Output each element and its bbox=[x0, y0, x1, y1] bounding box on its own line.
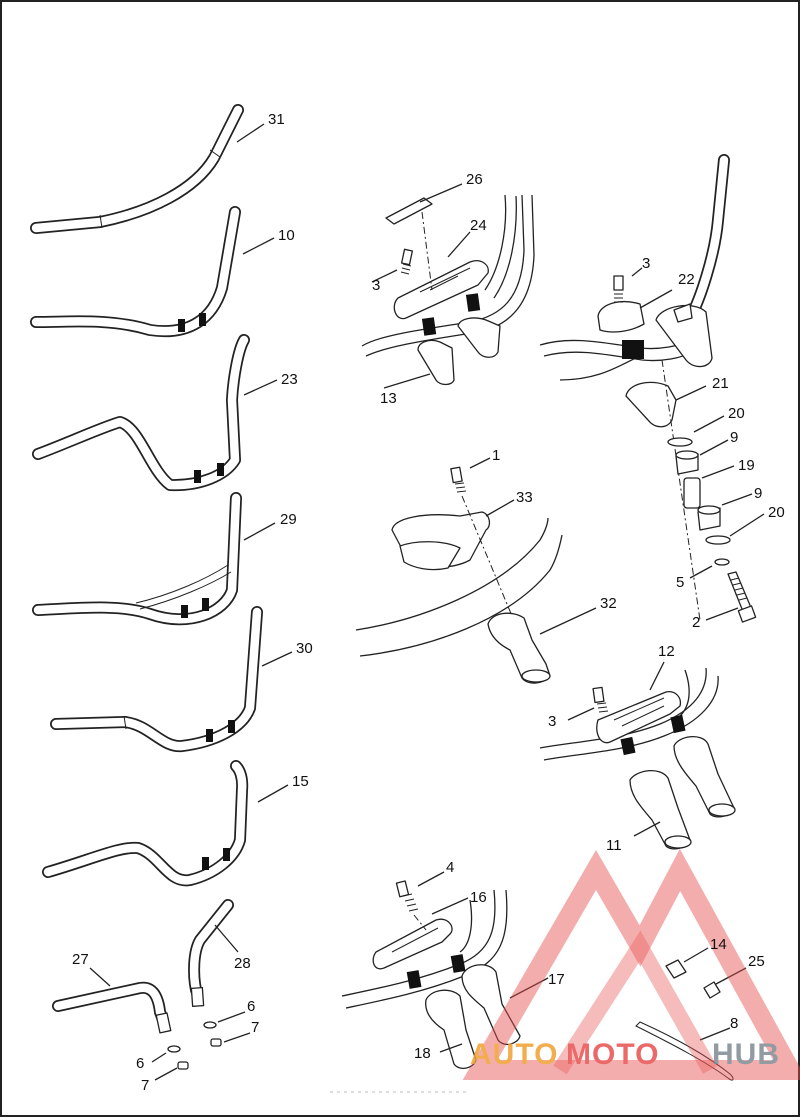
assembly-16 bbox=[341, 871, 549, 1070]
handlebar-30 bbox=[50, 606, 293, 753]
callout-10: 10 bbox=[278, 227, 295, 244]
callout-23: 23 bbox=[281, 371, 298, 388]
assembly-22 bbox=[539, 154, 765, 623]
callout-31: 31 bbox=[268, 111, 285, 128]
callout-8: 8 bbox=[730, 1015, 738, 1032]
washer-7-left bbox=[154, 1061, 189, 1081]
callout-28: 28 bbox=[234, 955, 251, 972]
callout-19: 19 bbox=[738, 457, 755, 474]
callout-27: 27 bbox=[72, 951, 89, 968]
handlebar-31 bbox=[30, 104, 265, 234]
callout-22: 22 bbox=[678, 271, 695, 288]
part-27-mirror-stem bbox=[52, 967, 172, 1034]
washer-7-right bbox=[210, 1032, 251, 1047]
callout-15: 15 bbox=[292, 773, 309, 790]
callout-33: 33 bbox=[516, 489, 533, 506]
callout-7-right: 7 bbox=[251, 1019, 259, 1036]
callout-9-upper: 9 bbox=[730, 429, 738, 446]
callout-6-right: 6 bbox=[247, 998, 255, 1015]
callout-5: 5 bbox=[676, 574, 684, 591]
callout-16: 16 bbox=[470, 889, 487, 906]
callout-21: 21 bbox=[712, 375, 729, 392]
callout-32: 32 bbox=[600, 595, 617, 612]
callout-2: 2 bbox=[692, 614, 700, 631]
callout-7-left: 7 bbox=[141, 1077, 149, 1094]
callout-6-left: 6 bbox=[136, 1055, 144, 1072]
handlebar-15 bbox=[42, 760, 289, 887]
small-parts-14-25-8 bbox=[635, 947, 747, 1081]
callout-30: 30 bbox=[296, 640, 313, 657]
callout-25: 25 bbox=[748, 953, 765, 970]
watermark-moto: MOTO bbox=[566, 1038, 659, 1071]
callout-13: 13 bbox=[380, 390, 397, 407]
callout-20-upper: 20 bbox=[728, 405, 745, 422]
assembly-24 bbox=[361, 183, 535, 389]
nut-6-left bbox=[151, 1045, 181, 1063]
handlebar-23 bbox=[32, 334, 278, 492]
callout-9-lower: 9 bbox=[754, 485, 762, 502]
handlebar-29 bbox=[32, 492, 276, 626]
callout-4: 4 bbox=[446, 859, 454, 876]
assembly-33 bbox=[355, 457, 597, 684]
assembly-12 bbox=[539, 661, 736, 850]
callout-12: 12 bbox=[658, 643, 675, 660]
callout-26: 26 bbox=[466, 171, 483, 188]
callout-11: 11 bbox=[606, 837, 622, 854]
callout-14: 14 bbox=[710, 936, 727, 953]
callout-18: 18 bbox=[414, 1045, 431, 1062]
watermark-auto: AUTO bbox=[470, 1038, 558, 1071]
callout-29: 29 bbox=[280, 511, 297, 528]
callout-20-lower: 20 bbox=[768, 504, 785, 521]
watermark-hub: HUB bbox=[712, 1038, 780, 1071]
callout-1: 1 bbox=[492, 447, 500, 464]
part-28-mirror-stem bbox=[188, 899, 239, 1007]
nut-6-right bbox=[203, 1011, 246, 1029]
callout-3-top: 3 bbox=[372, 277, 380, 294]
callout-17: 17 bbox=[548, 971, 565, 988]
callout-3-mid: 3 bbox=[548, 713, 556, 730]
callout-24: 24 bbox=[470, 217, 487, 234]
callout-3-right: 3 bbox=[642, 255, 650, 272]
handlebar-10 bbox=[30, 206, 275, 338]
automotohub-watermark: AUTO MOTO HUB bbox=[462, 848, 800, 1080]
